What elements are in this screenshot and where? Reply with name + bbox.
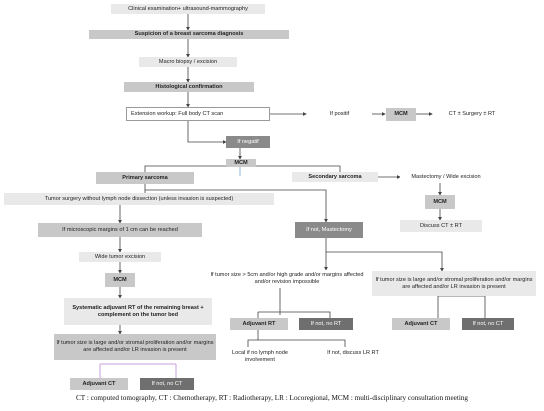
node-wide-excision: Wide tumor excision: [79, 252, 161, 262]
legend-caption: CT : computed tomography, CT : Chemother…: [75, 394, 469, 402]
node-tumor-size-5cm: If tumor size > 5cm and/or high grade an…: [208, 270, 366, 288]
node-ct-surgery: CT ± Surgery ± RT: [433, 108, 511, 121]
node-discuss-ct: Discuss CT ± RT: [400, 220, 482, 232]
node-if-not-no-rt: If not, no RT: [299, 318, 353, 330]
node-if-not-no-ct-left: If not, no CT: [140, 378, 194, 390]
node-workup: Extension workup: Full body CT scan: [126, 107, 270, 121]
node-negatif: If negatif: [226, 136, 270, 148]
node-if-not-no-ct-right: If not, no CT: [462, 318, 514, 330]
node-adj-ct-right: Adjuvant CT: [392, 318, 450, 330]
node-adj-rt: Adjuvant RT: [230, 318, 288, 330]
node-suspicion: Suspicion of a breast sarcoma diagnosis: [89, 30, 289, 39]
node-secondary: Secondary sarcoma: [292, 172, 378, 182]
node-mcm-pos: MCM: [386, 108, 416, 121]
node-mcm-neg: MCM: [226, 159, 256, 167]
node-discuss-lr-rt: If not, discuss LR RT: [316, 347, 390, 359]
node-tumor-large-right: If tumor size is large and/or stromal pr…: [372, 271, 536, 296]
node-primary: Primary sarcoma: [96, 172, 194, 184]
node-systematic: Systematic adjuvant RT of the remaining …: [64, 298, 212, 325]
node-microscopic: If microscopic margins of 1 cm can be re…: [38, 223, 202, 237]
node-mcm-sec: MCM: [425, 195, 455, 209]
node-mastectomy-wide: Mastectomy / Wide excision: [400, 172, 492, 183]
node-local-node: Local if no lymph node involvement: [224, 347, 296, 366]
node-clinical: Clinical examination+ ultrasound-mammogr…: [111, 4, 265, 14]
node-mcm-left: MCM: [105, 273, 135, 287]
node-positif: If positif: [307, 108, 372, 121]
node-histo: Histological confirmation: [124, 82, 254, 92]
node-tumor-surgery: Tumor surgery without lymph node dissect…: [4, 193, 274, 205]
node-if-not-mast: If not, Mastectomy: [295, 222, 363, 238]
node-adj-ct-left: Adjuvant CT: [70, 378, 128, 390]
node-biopsy: Macro biopsy / excision: [139, 57, 237, 67]
node-tumor-large-left: If tumor size is large and/or stromal pr…: [54, 334, 216, 360]
